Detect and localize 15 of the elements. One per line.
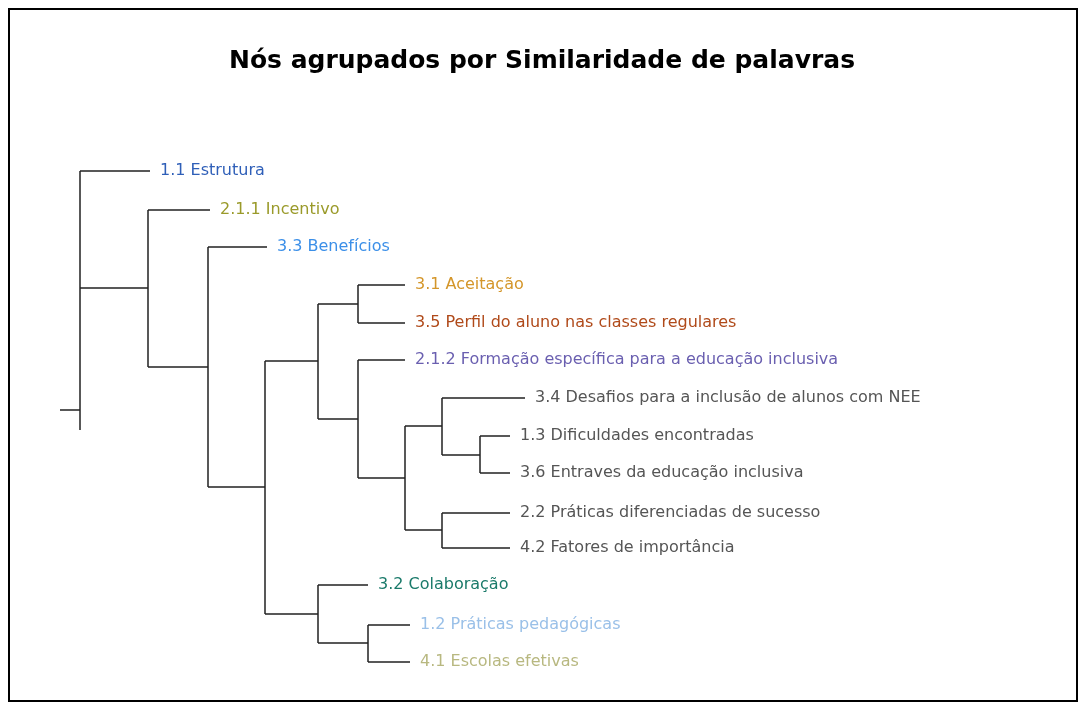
leaf-label: 2.2 Práticas diferenciadas de sucesso [520,502,821,522]
leaf-label: 3.4 Desafios para a inclusão de alunos com NEE [535,387,921,407]
leaf-label: 3.5 Perfil do aluno nas classes regulares [415,312,737,332]
leaf-label: 1.2 Práticas pedagógicas [420,614,621,634]
leaf-label: 4.1 Escolas efetivas [420,651,579,671]
leaf-label: 3.3 Benefícios [277,236,390,256]
leaf-label: 1.3 Dificuldades encontradas [520,425,754,445]
leaf-label: 1.1 Estrutura [160,160,265,180]
leaf-label: 4.2 Fatores de importância [520,537,735,557]
title: Nós agrupados por Similaridade de palavras [227,45,857,74]
leaf-label: 3.6 Entraves da educação inclusiva [520,462,804,482]
leaf-label: 3.1 Aceitação [415,274,524,294]
leaf-label: 3.2 Colaboração [378,574,509,594]
leaf-label: 2.1.1 Incentivo [220,199,340,219]
leaf-label: 2.1.2 Formação específica para a educação inclusiva [415,349,839,369]
